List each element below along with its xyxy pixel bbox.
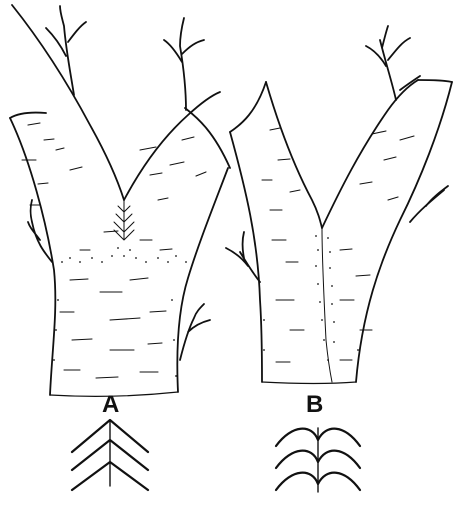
tree-a-twig-right — [180, 304, 210, 360]
tree-b — [226, 26, 452, 384]
tree-b-left-top-cap — [230, 82, 266, 132]
tree-a-left-branch-top — [12, 5, 124, 200]
tree-a-left-edge-top — [10, 113, 46, 118]
tree-a-right-branch-top — [124, 92, 220, 200]
tree-a-twig-top-right — [164, 18, 204, 110]
tree-b-trunk-base — [262, 382, 356, 384]
tree-a-twig-left — [28, 200, 52, 262]
tree-b-right-top-cap — [418, 80, 452, 82]
tree-b-right-branch-outer — [356, 82, 452, 382]
tree-b-twig-top — [366, 26, 420, 100]
tree-a-trunk-outline-right — [177, 168, 228, 392]
glyph-b-arcs — [276, 428, 360, 492]
tree-b-seam — [322, 228, 332, 382]
tree-b-bark-marks — [262, 128, 414, 362]
tree-a — [10, 5, 230, 396]
label-a: A — [102, 391, 119, 418]
tree-b-twig-right — [410, 186, 448, 222]
tree-b-left-branch-outer — [230, 132, 262, 382]
tree-a-crotch-ridge — [114, 200, 134, 240]
tree-b-stipple — [263, 235, 359, 361]
glyph-a-chevrons — [72, 420, 148, 490]
tree-b-right-branch-top — [322, 80, 418, 228]
label-b: B — [306, 391, 323, 418]
tree-b-left-branch-top — [266, 82, 322, 228]
